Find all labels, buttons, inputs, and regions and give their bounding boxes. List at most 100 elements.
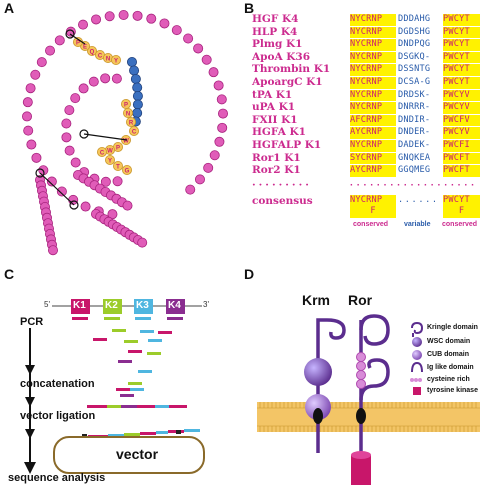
krm-wsc-domain (304, 358, 332, 386)
residue-bead (54, 35, 65, 46)
k1-box (71, 299, 90, 314)
kringle-residue-letter: T (116, 165, 120, 171)
alignment-right: PWCFI (443, 140, 480, 152)
legend-ig-label: Ig like domain (427, 364, 474, 371)
residue-bead (100, 176, 111, 187)
alignment-left: AFCRNP (350, 114, 396, 127)
alignment-mid: DNDPQG (398, 39, 431, 50)
prime-5-label: 5' (44, 300, 50, 309)
ror-label: Ror (348, 292, 373, 308)
legend-icons (410, 321, 424, 395)
residue-bead (146, 13, 157, 24)
krm-receptor (304, 318, 346, 453)
alignment-row-name: ApoA K36 (252, 50, 311, 63)
residue-bead (122, 200, 133, 211)
kringle-residue (122, 164, 133, 175)
alignment-right: PWCYT (443, 14, 480, 26)
kringle-residue (87, 46, 98, 57)
panel-label-c: C (4, 266, 15, 282)
disulfide-bond (83, 133, 128, 141)
residue-bead (100, 73, 111, 84)
alignment-dots: ········· (252, 179, 312, 191)
residue-bead (61, 132, 72, 143)
alignment-right: PWCYV (443, 89, 480, 102)
kringle-residue-letter: W (107, 149, 113, 155)
legend-tk-label: tyrosine kinase (427, 387, 478, 394)
consensus-left-sub: F (350, 206, 396, 218)
disulfide-marker (69, 200, 79, 210)
alignment-right: PWCYT (443, 77, 480, 89)
kringle-residue-letter: P (76, 41, 80, 47)
krm-label: Krm (302, 292, 331, 308)
k2-label: K2 (105, 300, 118, 311)
residue-bead (22, 111, 33, 122)
vector-loop (53, 436, 205, 474)
kringle-residue-letter: N (126, 112, 130, 118)
alignment-mid: DNDIR- (398, 114, 431, 125)
alignment-row-name: tPA K1 (252, 88, 293, 101)
alignment-row-name: Ror1 K1 (252, 151, 301, 164)
residue-bead (26, 139, 37, 150)
residue-bead (104, 11, 115, 22)
kringle-residue-letter: P (116, 146, 120, 152)
disulfide-bond (39, 172, 75, 206)
residue-bead (171, 25, 182, 36)
residue-bead (201, 54, 212, 65)
residue-bead (80, 201, 91, 212)
legend-wsc-label: WSC domain (427, 338, 471, 345)
residue-bead (137, 237, 148, 248)
residue-bead (70, 93, 81, 104)
legend-cys-label: cysteine rich (427, 376, 470, 383)
kringle-residue (111, 55, 122, 66)
alignment-row-name: HGFALP K1 (252, 139, 322, 151)
alignment-right: PWCYT (443, 39, 480, 51)
alignment-right: PWCYT (443, 51, 480, 64)
alignment-row-name: Ror2 K1 (252, 164, 301, 177)
residue-bead (111, 73, 122, 84)
consensus-right: PWCYT (443, 195, 480, 207)
alignment-row-name: Plmg K1 (252, 38, 303, 51)
alignment-left: NYCRNP (350, 140, 396, 152)
footer-conserved-right: conserved (442, 221, 478, 228)
kringle-residue (123, 108, 134, 119)
alignment-mid: DSSNTG (398, 64, 431, 75)
kringle-residue-letter: G (125, 169, 130, 175)
alignment-row-name: HGFA K1 (252, 126, 306, 139)
step-vector-ligation: vector ligation (20, 410, 96, 422)
kringle-residue-letter: R (129, 121, 134, 127)
alignment-mid: DADEK- (398, 140, 431, 150)
residue-bead (25, 83, 36, 94)
residue-bead (48, 245, 59, 256)
residue-bead (216, 94, 227, 105)
residue-bead (78, 19, 89, 30)
alignment-row-name: HLP K4 (252, 25, 298, 38)
panel-label-a: A (4, 0, 15, 16)
alignment-left: NYCRNP (350, 77, 396, 89)
kringle-residue-letter: W (123, 139, 129, 145)
panel-label-d: D (244, 266, 255, 282)
alignment-left: NYCRNP (350, 89, 396, 102)
residue-bead (118, 10, 129, 21)
residue-bead (159, 18, 170, 29)
kringle-residue-letter: N (106, 57, 110, 63)
kringle-residue-letter: Q (90, 50, 95, 56)
step-pcr: PCR (20, 316, 44, 328)
prime-3-label: 3' (203, 300, 209, 309)
alignment-left: NYCRNP (350, 26, 396, 39)
residue-bead (78, 83, 89, 94)
consensus-right-sub: F (443, 206, 480, 218)
kringle-residue-letter: Y (114, 59, 118, 65)
alignment-dots-right: ··················· (350, 180, 478, 191)
residue-bead (217, 122, 228, 133)
residue-bead (203, 162, 214, 173)
residue-bead (56, 186, 67, 197)
alignment-row-name: Thrombin K1 (252, 63, 331, 76)
footer-variable: variable (404, 221, 431, 228)
residue-bead (31, 152, 42, 163)
legend-kringle-label: Kringle domain (427, 324, 478, 331)
residue-bead (91, 14, 102, 25)
residue-bead (64, 145, 75, 156)
